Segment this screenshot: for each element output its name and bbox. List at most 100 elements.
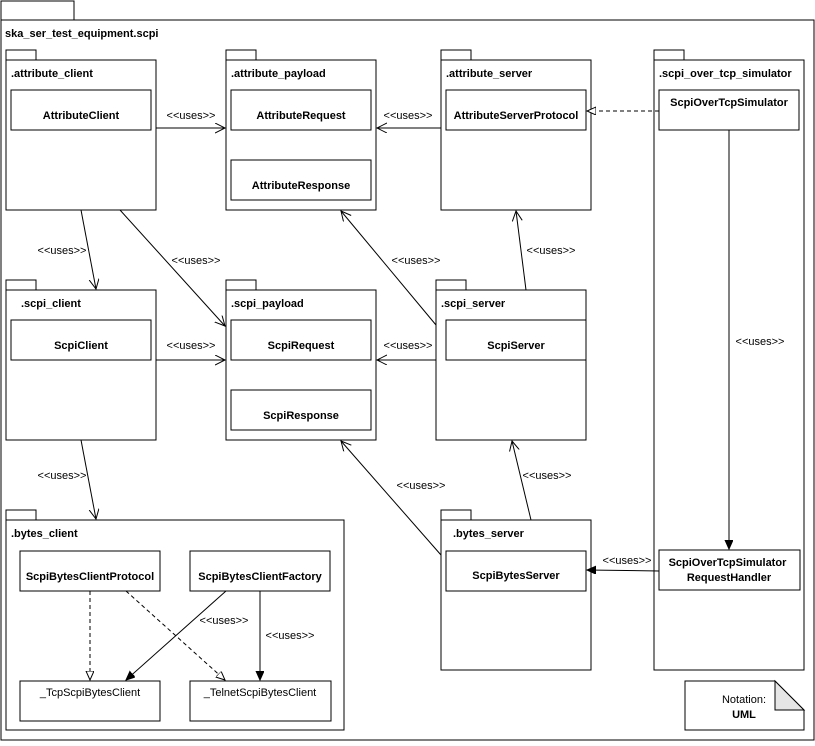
class-name-attribute-request: AttributeRequest bbox=[256, 110, 346, 122]
package-tab bbox=[435, 279, 467, 291]
class-name-scpi-over-tcp-simulator: ScpiOverTcpSimulator bbox=[670, 97, 788, 109]
relation-line bbox=[80, 209, 96, 289]
relation-label: <<uses>> bbox=[384, 340, 433, 352]
package-body bbox=[5, 289, 157, 441]
relation-line bbox=[516, 211, 527, 291]
note-fold bbox=[774, 679, 806, 711]
package-attribute-client: .attribute_client AttributeClient bbox=[5, 49, 157, 211]
relation-line bbox=[125, 590, 225, 680]
relation-label: <<uses>> bbox=[167, 110, 216, 122]
relation-request-handler-to-scpi-bytes-server: <<uses>> bbox=[587, 555, 660, 571]
relation-factory-to-telnet-client: <<uses>> bbox=[260, 591, 314, 680]
relation-simulator-to-request-handler: <<uses>> bbox=[729, 130, 784, 549]
relation-label: <<uses>> bbox=[266, 630, 315, 642]
package-attribute-server: .attribute_server AttributeServerProtoco… bbox=[440, 49, 592, 211]
package-tab bbox=[440, 509, 472, 521]
package-title: .scpi_client bbox=[21, 298, 81, 310]
relation-scpi-server-to-attribute-server: <<uses>> bbox=[516, 211, 576, 291]
relation-attribute-client-to-scpi-payload: <<uses>> bbox=[119, 209, 225, 326]
class-name-tcp-scpi-bytes-client: _TcpScpiBytesClient bbox=[39, 687, 140, 699]
note-shape bbox=[684, 680, 805, 731]
relation-attribute-client-to-attribute-payload: <<uses>> bbox=[156, 110, 225, 128]
package-title: .scpi_over_tcp_simulator bbox=[659, 68, 792, 80]
class-box-scpi-response[interactable] bbox=[230, 389, 372, 431]
class-box-tcp-scpi-bytes-client[interactable] bbox=[19, 680, 161, 722]
relation-label: <<uses>> bbox=[200, 615, 249, 627]
package-scpi-server: .scpi_server ScpiServer bbox=[435, 279, 587, 441]
package-title: .scpi_server bbox=[441, 298, 506, 310]
relation-scpi-client-to-bytes-client: <<uses>> bbox=[38, 439, 96, 519]
class-box-scpi-bytes-server[interactable] bbox=[445, 550, 587, 592]
relation-label: <<uses>> bbox=[397, 480, 446, 492]
relation-label: <<uses>> bbox=[603, 555, 652, 567]
class-name-scpi-over-tcp-simulator-request-handler: ScpiOverTcpSimulator RequestHandler bbox=[669, 557, 790, 584]
relation-attribute-client-to-scpi-client: <<uses>> bbox=[38, 209, 96, 289]
class-box-scpi-bytes-client-factory[interactable] bbox=[189, 550, 331, 592]
package-body bbox=[435, 289, 587, 441]
relation-scpi-server-to-scpi-payload: <<uses>> bbox=[377, 340, 436, 360]
class-name-attribute-response: AttributeResponse bbox=[252, 180, 350, 192]
class-box-scpi-bytes-client-protocol[interactable] bbox=[19, 550, 161, 592]
package-body bbox=[440, 519, 592, 671]
class-name-scpi-bytes-client-factory: ScpiBytesClientFactory bbox=[198, 571, 322, 583]
package-scpi-payload: .scpi_payload ScpiRequest ScpiResponse bbox=[225, 279, 377, 441]
class-name-scpi-response: ScpiResponse bbox=[263, 410, 339, 422]
package-title: .attribute_client bbox=[11, 68, 93, 80]
relation-label: <<uses>> bbox=[392, 255, 441, 267]
relation-line bbox=[341, 211, 437, 326]
relation-bytes-server-to-scpi-server: <<uses>> bbox=[512, 441, 572, 521]
class-name-line: RequestHandler bbox=[687, 572, 772, 584]
note-label: Notation: bbox=[722, 694, 766, 706]
relation-line bbox=[512, 441, 532, 521]
class-box-scpi-server[interactable] bbox=[445, 319, 587, 361]
package-tab bbox=[5, 279, 37, 291]
class-box-scpi-request[interactable] bbox=[230, 319, 372, 361]
package-title: .bytes_client bbox=[11, 528, 78, 540]
note-value: UML bbox=[732, 709, 756, 721]
package-title: .scpi_payload bbox=[231, 298, 304, 310]
relation-label: <<uses>> bbox=[167, 340, 216, 352]
package-bytes-client: .bytes_client ScpiBytesClientProtocol Sc… bbox=[5, 509, 345, 731]
relation-label: <<uses>> bbox=[38, 245, 87, 257]
relation-scpi-server-to-attribute-payload: <<uses>> bbox=[341, 211, 441, 326]
relation-label: <<uses>> bbox=[523, 470, 572, 482]
relation-line bbox=[341, 441, 442, 556]
package-tab bbox=[5, 509, 37, 521]
package-scpi-client: .scpi_client ScpiClient bbox=[5, 279, 157, 441]
package-tab bbox=[5, 49, 37, 61]
package-title: .attribute_payload bbox=[231, 68, 326, 80]
relation-line bbox=[587, 570, 660, 571]
class-box-attribute-client[interactable] bbox=[10, 89, 152, 131]
class-box-attribute-request[interactable] bbox=[230, 89, 372, 131]
package-title: .attribute_server bbox=[446, 68, 533, 80]
class-name-scpi-bytes-server: ScpiBytesServer bbox=[472, 570, 560, 582]
root-package-tab bbox=[0, 0, 75, 21]
class-name-line: ScpiOverTcpSimulator bbox=[669, 557, 787, 569]
relation-line bbox=[119, 209, 225, 326]
relation-line bbox=[80, 439, 96, 519]
class-box-scpi-client[interactable] bbox=[10, 319, 152, 361]
class-box-attribute-server-protocol[interactable] bbox=[445, 89, 587, 131]
relation-scpi-client-to-scpi-payload: <<uses>> bbox=[156, 340, 225, 360]
package-title: .bytes_server bbox=[453, 528, 525, 540]
relation-attribute-server-to-attribute-payload: <<uses>> bbox=[377, 110, 441, 128]
class-name-scpi-client: ScpiClient bbox=[54, 340, 108, 352]
relation-label: <<uses>> bbox=[172, 255, 221, 267]
relation-bytes-server-to-scpi-payload: <<uses>> bbox=[341, 441, 446, 556]
class-name-scpi-request: ScpiRequest bbox=[268, 340, 335, 352]
class-box-scpi-over-tcp-simulator[interactable] bbox=[658, 89, 800, 131]
relation-label: <<uses>> bbox=[38, 470, 87, 482]
package-tab bbox=[225, 279, 257, 291]
class-box-attribute-response[interactable] bbox=[230, 159, 372, 201]
class-name-attribute-server-protocol: AttributeServerProtocol bbox=[454, 110, 579, 122]
package-tab bbox=[440, 49, 472, 61]
package-attribute-payload: .attribute_payload AttributeRequest Attr… bbox=[225, 49, 377, 211]
package-body bbox=[5, 59, 157, 211]
package-tab bbox=[225, 49, 257, 61]
relation-label: <<uses>> bbox=[384, 110, 433, 122]
relation-label: <<uses>> bbox=[527, 245, 576, 257]
class-name-scpi-server: ScpiServer bbox=[487, 340, 545, 352]
package-bytes-server: .bytes_server ScpiBytesServer bbox=[440, 509, 592, 671]
class-box-scpi-over-tcp-simulator-request-handler[interactable] bbox=[658, 549, 801, 591]
